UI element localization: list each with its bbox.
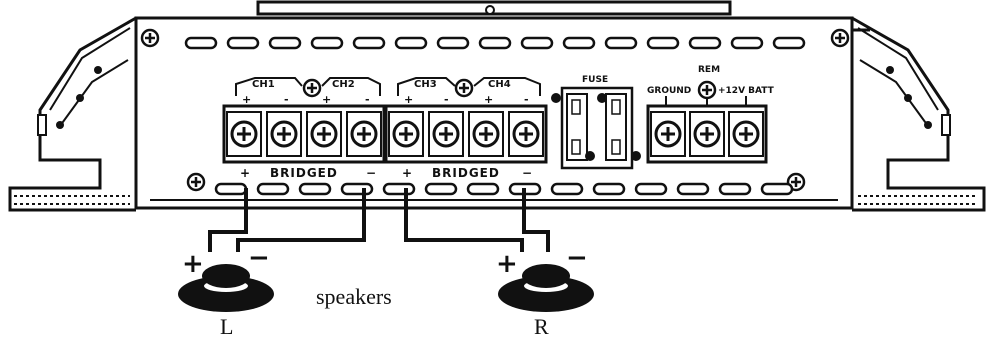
vent-slot xyxy=(310,36,344,50)
screw-icon xyxy=(140,28,160,48)
ch2-label: CH2 xyxy=(332,79,355,90)
terminal-screw-icon xyxy=(306,111,342,157)
bridged-labels: + BRIDGED − + BRIDGED − xyxy=(240,166,532,180)
bridged-plus-right: + xyxy=(402,166,412,180)
vent-slot xyxy=(730,36,764,50)
vent-slot xyxy=(676,182,710,196)
terminal-screw-icon xyxy=(508,111,544,157)
vent-slot xyxy=(424,182,458,196)
fuse-holder: FUSE xyxy=(551,75,641,170)
vent-slot xyxy=(256,182,290,196)
terminal-screw-icon xyxy=(388,111,424,157)
screw-icon xyxy=(186,172,206,192)
ch4-plus-sign: + xyxy=(484,93,493,106)
vent-slot xyxy=(382,182,416,196)
vent-slot xyxy=(688,36,722,50)
screw-icon xyxy=(454,78,474,98)
ch4-minus-sign: - xyxy=(524,93,529,106)
terminal-screw-icon xyxy=(728,111,764,157)
ch1-minus-sign: - xyxy=(284,93,289,106)
right-speaker-label: R xyxy=(534,314,549,339)
ch2-minus-sign: - xyxy=(365,93,370,106)
vent-slot xyxy=(226,36,260,50)
amplifier-housing xyxy=(134,0,870,210)
vent-slot xyxy=(604,36,638,50)
vent-slot xyxy=(436,36,470,50)
speaker-left: + − L xyxy=(178,243,274,339)
terminal-screw-icon xyxy=(650,111,686,157)
ch1-label: CH1 xyxy=(252,79,275,90)
bridged-label-left: BRIDGED xyxy=(270,166,338,180)
vent-slots-top xyxy=(184,36,806,50)
fuse-label: FUSE xyxy=(582,75,608,85)
vent-slot xyxy=(592,182,626,196)
vent-slot xyxy=(772,36,806,50)
ch3-label: CH3 xyxy=(414,79,437,90)
terminal-screw-icon xyxy=(428,111,464,157)
terminal-screw-icon xyxy=(266,111,302,157)
right-speaker-plus: + xyxy=(496,249,518,279)
ch3-plus-sign: + xyxy=(404,93,413,106)
speaker-terminal-block xyxy=(222,104,548,164)
terminal-screw-icon xyxy=(468,111,504,157)
batt-label: +12V BATT xyxy=(718,86,775,96)
right-speaker-minus: − xyxy=(566,243,588,273)
terminal-screw-icon xyxy=(346,111,382,157)
left-speaker-minus: − xyxy=(248,243,270,273)
vent-slots-bottom xyxy=(214,182,794,196)
terminal-screw-icon xyxy=(226,111,262,157)
vent-slot xyxy=(184,36,218,50)
bridged-minus-left: − xyxy=(366,166,376,180)
rem-label: REM xyxy=(698,65,720,75)
vent-slot xyxy=(298,182,332,196)
ch4-label: CH4 xyxy=(488,79,511,90)
channel-labels: CH1 CH2 CH3 CH4 + - + - + - + - xyxy=(235,77,541,106)
vent-slot xyxy=(550,182,584,196)
terminal-screw-icon xyxy=(689,111,725,157)
bridged-label-right: BRIDGED xyxy=(432,166,500,180)
vent-slot xyxy=(340,182,374,196)
vent-slot xyxy=(760,182,794,196)
vent-slot xyxy=(352,36,386,50)
screw-icon xyxy=(697,80,717,100)
right-mounting-bracket xyxy=(851,16,986,212)
screw-icon xyxy=(302,78,322,98)
ch1-plus-sign: + xyxy=(242,93,251,106)
vent-slot xyxy=(562,36,596,50)
screw-icon xyxy=(830,28,850,48)
vent-slot xyxy=(646,36,680,50)
speakers-caption: speakers xyxy=(316,284,392,309)
speaker-wires xyxy=(208,188,550,252)
speaker-right: + − R xyxy=(496,243,594,339)
ch2-plus-sign: + xyxy=(322,93,331,106)
left-mounting-bracket xyxy=(8,16,137,212)
left-speaker-plus: + xyxy=(182,249,204,279)
vent-slot xyxy=(214,182,248,196)
vent-slot xyxy=(394,36,428,50)
vent-slot xyxy=(718,182,752,196)
vent-slot xyxy=(520,36,554,50)
ground-label: GROUND xyxy=(647,86,691,96)
vent-slot xyxy=(478,36,512,50)
vent-slot xyxy=(634,182,668,196)
vent-slot xyxy=(268,36,302,50)
power-terminal-block: GROUND REM +12V BATT xyxy=(646,65,775,164)
bridged-plus-left: + xyxy=(240,166,250,180)
bridged-minus-right: − xyxy=(522,166,532,180)
ch3-minus-sign: - xyxy=(444,93,449,106)
vent-slot xyxy=(466,182,500,196)
left-speaker-label: L xyxy=(220,314,233,339)
